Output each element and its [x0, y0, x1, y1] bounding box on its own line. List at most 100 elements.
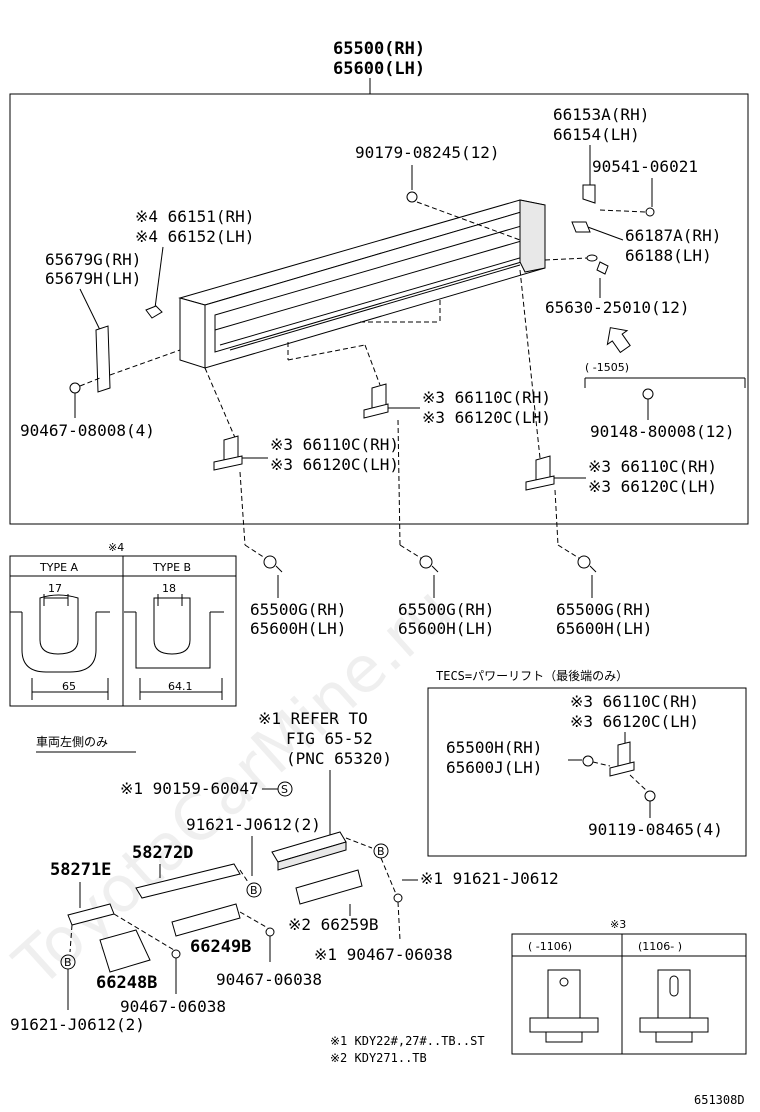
tecs-title: TECS=パワーリフト（最後端のみ）: [436, 669, 628, 683]
bracket-icon: [582, 184, 596, 204]
note3-mark: ※3: [610, 918, 626, 931]
clip-icon: [393, 893, 403, 903]
range-to-1106: ( -1106): [528, 940, 572, 953]
callout-b-text: B: [377, 845, 385, 858]
callout-b-text-2: B: [250, 884, 258, 897]
label-66249b[interactable]: 66249B: [190, 937, 251, 957]
hinge-plate-icon: [571, 221, 591, 233]
dim-65: 65: [62, 680, 76, 693]
label-90159-60047[interactable]: ※1 90159-60047: [120, 779, 259, 798]
type-b-shape: [135, 612, 211, 669]
tecs-frame: [427, 687, 747, 857]
tecs-hinge: [609, 741, 635, 777]
type-a-header: TYPE A: [39, 561, 79, 574]
label-66120c-left[interactable]: ※3 66120C(LH): [270, 455, 399, 474]
bolt-icon: [419, 555, 439, 573]
main-assembly-frame: [9, 93, 749, 525]
label-65679g[interactable]: 65679G(RH): [45, 250, 141, 269]
hinge-right: [525, 455, 555, 491]
label-90148-80008[interactable]: 90148-80008(12): [590, 422, 735, 441]
diagram-id: 651308D: [694, 1093, 745, 1107]
label-66151[interactable]: ※4 66151(RH): [135, 207, 254, 226]
clip-icon: [145, 305, 163, 319]
label-65500g-1[interactable]: 65500G(RH): [250, 600, 346, 619]
protector-panel-66248b: [99, 929, 151, 973]
range-to-1505: ( -1505): [585, 361, 629, 374]
label-65600h-3[interactable]: 65600H(LH): [556, 619, 652, 638]
label-66259b[interactable]: ※2 66259B: [288, 915, 378, 934]
hinge-variant-b-drawing: [639, 969, 709, 1043]
label-91621-j0612-right[interactable]: ※1 91621-J0612: [420, 869, 559, 888]
range-from-1106: (1106- ): [638, 940, 682, 953]
label-66187a[interactable]: 66187A(RH): [625, 226, 721, 245]
bolt-icon: [644, 790, 656, 802]
tecs-label-66110c[interactable]: ※3 66110C(RH): [570, 692, 699, 711]
bolt-icon: [582, 755, 594, 767]
callout-s-icon: [277, 781, 293, 797]
label-90467-06038-m[interactable]: 90467-06038: [216, 970, 322, 989]
label-66154[interactable]: 66154(LH): [553, 125, 640, 144]
label-58272d[interactable]: 58272D: [132, 843, 193, 863]
tecs-label-90119[interactable]: 90119-08465(4): [588, 820, 723, 839]
label-90179-08245[interactable]: 90179-08245(12): [355, 143, 500, 162]
hinge-variant-a-drawing: [529, 969, 599, 1043]
label-91621-j0612-top[interactable]: 91621-J0612(2): [186, 815, 321, 834]
tecs-label-66120c[interactable]: ※3 66120C(LH): [570, 712, 699, 731]
label-66153a[interactable]: 66153A(RH): [553, 105, 649, 124]
dim-17: 17: [48, 582, 62, 595]
label-66120c-center[interactable]: ※3 66120C(LH): [422, 408, 551, 427]
callout-b-text-3: B: [64, 956, 72, 969]
label-65600h-2[interactable]: 65600H(LH): [398, 619, 494, 638]
label-90467-08008[interactable]: 90467-08008(4): [20, 421, 155, 440]
protector-panel-66259b: [295, 869, 363, 905]
label-66120c-right[interactable]: ※3 66120C(LH): [588, 477, 717, 496]
label-66110c-center[interactable]: ※3 66110C(RH): [422, 388, 551, 407]
washer-icon: [586, 254, 598, 262]
label-65630-25010[interactable]: 65630-25010(12): [545, 298, 690, 317]
refer-note-3: (PNC 65320): [286, 749, 392, 768]
label-90541-06021[interactable]: 90541-06021: [592, 157, 698, 176]
tecs-label-65500h[interactable]: 65500H(RH): [446, 738, 542, 757]
callout-s-text: S: [281, 783, 288, 796]
tecs-label-65600j[interactable]: 65600J(LH): [446, 758, 542, 777]
footnote-1: ※1 KDY22#,27#..TB..ST: [330, 1034, 485, 1048]
label-65600h-1[interactable]: 65600H(LH): [250, 619, 346, 638]
dim-18: 18: [162, 582, 176, 595]
hinge-center: [363, 383, 389, 419]
label-91621-j0612-bottom[interactable]: 91621-J0612(2): [10, 1015, 145, 1034]
clip-icon: [69, 382, 81, 394]
bolt-icon: [596, 261, 609, 275]
label-66152[interactable]: ※4 66152(LH): [135, 227, 254, 246]
bolt-icon: [263, 555, 283, 573]
label-66110c-right[interactable]: ※3 66110C(RH): [588, 457, 717, 476]
type-a-shape: [21, 612, 97, 673]
label-65500g-2[interactable]: 65500G(RH): [398, 600, 494, 619]
label-65500g-3[interactable]: 65500G(RH): [556, 600, 652, 619]
tailgate-panel-drawing: [178, 199, 546, 369]
dim-64-1: 64.1: [168, 680, 193, 693]
screw-icon: [645, 207, 655, 217]
left-side-only-note: 車両左側のみ: [36, 734, 108, 749]
type-table: [9, 555, 237, 707]
header-part-rh[interactable]: 65500(RH): [333, 39, 425, 59]
label-65679h[interactable]: 65679H(LH): [45, 269, 141, 288]
direction-arrow-icon: [606, 327, 631, 354]
label-90467-06038-r[interactable]: ※1 90467-06038: [314, 945, 453, 964]
note4-mark: ※4: [108, 541, 124, 554]
label-66110c-left[interactable]: ※3 66110C(RH): [270, 435, 399, 454]
refer-note-2: FIG 65-52: [286, 729, 373, 748]
footnote-2: ※2 KDY271..TB: [330, 1051, 427, 1065]
label-58271e[interactable]: 58271E: [50, 860, 111, 880]
bolt-icon: [406, 191, 418, 203]
protector-panel-top: [271, 831, 347, 871]
bolt-icon: [642, 388, 654, 400]
label-66248b[interactable]: 66248B: [96, 973, 157, 993]
clip-icon: [171, 949, 181, 959]
label-90467-06038-l[interactable]: 90467-06038: [120, 997, 226, 1016]
callout-b-icon: [246, 882, 262, 898]
header-part-lh[interactable]: 65600(LH): [333, 59, 425, 79]
hinge-variant-table: [511, 933, 747, 1055]
label-66188[interactable]: 66188(LH): [625, 246, 712, 265]
refer-note-1: ※1 REFER TO: [258, 709, 368, 728]
clip-icon: [265, 927, 275, 937]
